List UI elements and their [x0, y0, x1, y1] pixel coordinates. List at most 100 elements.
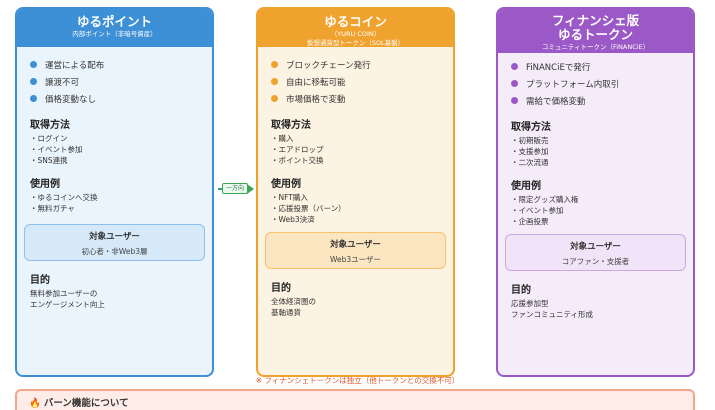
financie-features: FiNANCiEで発行 プラットフォーム内取引 需給で価格変動 — [498, 53, 693, 109]
list-item: ・NFT購入 — [271, 193, 308, 202]
list-item: エンゲージメント向上 — [30, 300, 105, 309]
feature-label: 運営による配布 — [45, 60, 105, 71]
feature-item: 自由に移転可能 — [271, 73, 453, 90]
coin-subtitle-1: （YURU COIN） — [330, 30, 381, 38]
section-title: 使用例 — [511, 181, 541, 192]
feature-label: 市場価格で変動 — [286, 94, 346, 105]
feature-label: 価格変動なし — [45, 94, 97, 105]
coin-purpose-section: 目的 全体経済圏の 基軸通貨 — [258, 279, 453, 318]
section-title: 使用例 — [271, 179, 301, 190]
bullet-dot-icon — [511, 63, 518, 70]
list-item: ・エアドロップ — [271, 145, 324, 154]
coin-card: ゆるコイン （YURU COIN） 仮想通貨型トークン（SOL基盤） ブロックチ… — [256, 7, 455, 377]
section-title: 目的 — [511, 285, 531, 296]
coin-header: ゆるコイン （YURU COIN） 仮想通貨型トークン（SOL基盤） — [258, 9, 453, 47]
bullet-dot-icon — [271, 78, 278, 85]
coin-acquire-section: 取得方法 ・購入 ・エアドロップ ・ポイント交換 — [258, 116, 453, 166]
bullet-dot-icon — [30, 61, 37, 68]
coin-subtitle-2: 仮想通貨型トークン（SOL基盤） — [306, 39, 405, 47]
feature-item: 運営による配布 — [30, 56, 212, 73]
feature-item: 需給で価格変動 — [511, 92, 693, 109]
bullet-dot-icon — [30, 78, 37, 85]
feature-item: 市場価格で変動 — [271, 90, 453, 107]
feature-label: プラットフォーム内取引 — [526, 79, 620, 90]
target-title: 対象ユーザー — [89, 232, 140, 242]
bullet-dot-icon — [511, 97, 518, 104]
target-title: 対象ユーザー — [330, 240, 381, 250]
section-title: 目的 — [30, 275, 50, 286]
list-item: ・イベント参加 — [511, 206, 564, 215]
target-value: 初心者・非Web3層 — [81, 247, 148, 256]
financie-card: フィナンシェ版 ゆるトークン コミュニティトークン（FiNANCiE） FiNA… — [496, 7, 695, 377]
points-card: ゆるポイント 内部ポイント（非暗号資産） 運営による配布 譲渡不可 価格変動なし… — [15, 7, 214, 377]
financie-subtitle: コミュニティトークン（FiNANCiE） — [541, 43, 650, 51]
list-item: ・初期販売 — [511, 136, 549, 145]
points-features: 運営による配布 譲渡不可 価格変動なし — [17, 47, 212, 107]
financie-title-1: フィナンシェ版 — [551, 13, 640, 28]
section-title: 使用例 — [30, 179, 60, 190]
list-item: ・企画投票 — [511, 217, 549, 226]
feature-item: プラットフォーム内取引 — [511, 75, 693, 92]
financie-header: フィナンシェ版 ゆるトークン コミュニティトークン（FiNANCiE） — [498, 9, 693, 53]
points-title: ゆるポイント — [76, 14, 152, 29]
feature-label: FiNANCiEで発行 — [526, 62, 591, 73]
coin-target-box: 対象ユーザー Web3ユーザー — [265, 232, 446, 269]
list-item: ファンコミュニティ形成 — [511, 310, 594, 319]
list-item: ・イベント参加 — [30, 145, 83, 154]
financie-use-section: 使用例 ・限定グッズ購入権 ・イベント参加 ・企画投票 — [498, 177, 693, 227]
feature-item: 価格変動なし — [30, 90, 212, 107]
financie-acquire-section: 取得方法 ・初期販売 ・支援参加 ・二次流通 — [498, 118, 693, 168]
coin-title: ゆるコイン — [324, 14, 387, 29]
list-item: ・Web3決済 — [271, 215, 315, 224]
list-item: 全体経済圏の — [271, 297, 316, 306]
points-header: ゆるポイント 内部ポイント（非暗号資産） — [17, 9, 212, 47]
section-title: 取得方法 — [511, 122, 551, 133]
feature-label: 譲渡不可 — [45, 77, 80, 88]
arrow-label: 一方向 — [222, 183, 248, 194]
list-item: ・ポイント交換 — [271, 156, 324, 165]
burn-title: バーン機能について — [43, 398, 129, 409]
bullet-dot-icon — [511, 80, 518, 87]
points-target-box: 対象ユーザー 初心者・非Web3層 — [24, 224, 205, 261]
coin-features: ブロックチェーン発行 自由に移転可能 市場価格で変動 — [258, 47, 453, 107]
exchange-note: ※ フィナンシェトークンは独立（他トークンとの交換不可） — [255, 376, 460, 385]
bullet-dot-icon — [271, 95, 278, 102]
burn-section: 🔥バーン機能について — [15, 389, 695, 410]
target-title: 対象ユーザー — [570, 242, 621, 252]
section-title: 目的 — [271, 283, 291, 294]
financie-target-box: 対象ユーザー コアファン・支援者 — [505, 234, 686, 271]
bullet-dot-icon — [271, 61, 278, 68]
one-way-arrow: 一方向 — [218, 182, 254, 196]
feature-label: 需給で価格変動 — [526, 96, 586, 107]
feature-item: 譲渡不可 — [30, 73, 212, 90]
list-item: 無料参加ユーザーの — [30, 289, 98, 298]
list-item: 応援参加型 — [511, 299, 549, 308]
list-item: ・SNS連携 — [30, 156, 68, 165]
list-item: 基軸通貨 — [271, 308, 301, 317]
list-item: ・応援投票（バーン） — [271, 204, 346, 213]
coin-use-section: 使用例 ・NFT購入 ・応援投票（バーン） ・Web3決済 — [258, 175, 453, 225]
list-item: ・二次流通 — [511, 158, 549, 167]
list-item: ・支援参加 — [511, 147, 549, 156]
feature-label: ブロックチェーン発行 — [286, 60, 371, 71]
feature-label: 自由に移転可能 — [286, 77, 346, 88]
points-subtitle: 内部ポイント（非暗号資産） — [72, 30, 157, 38]
target-value: Web3ユーザー — [330, 255, 381, 264]
target-value: コアファン・支援者 — [561, 257, 630, 266]
financie-purpose-section: 目的 応援参加型 ファンコミュニティ形成 — [498, 281, 693, 320]
section-title: 取得方法 — [30, 120, 70, 131]
list-item: ・ログイン — [30, 134, 68, 143]
fire-icon: 🔥 — [29, 398, 41, 409]
section-title: 取得方法 — [271, 120, 311, 131]
points-purpose-section: 目的 無料参加ユーザーの エンゲージメント向上 — [17, 271, 212, 310]
feature-item: FiNANCiEで発行 — [511, 58, 693, 75]
bullet-dot-icon — [30, 95, 37, 102]
feature-item: ブロックチェーン発行 — [271, 56, 453, 73]
list-item: ・ゆるコインへ交換 — [30, 193, 98, 202]
list-item: ・限定グッズ購入権 — [511, 195, 579, 204]
list-item: ・購入 — [271, 134, 294, 143]
list-item: ・無料ガチャ — [30, 204, 75, 213]
arrow-head-icon — [247, 184, 254, 194]
points-use-section: 使用例 ・ゆるコインへ交換 ・無料ガチャ — [17, 175, 212, 214]
financie-title-2: ゆるトークン — [557, 27, 633, 42]
